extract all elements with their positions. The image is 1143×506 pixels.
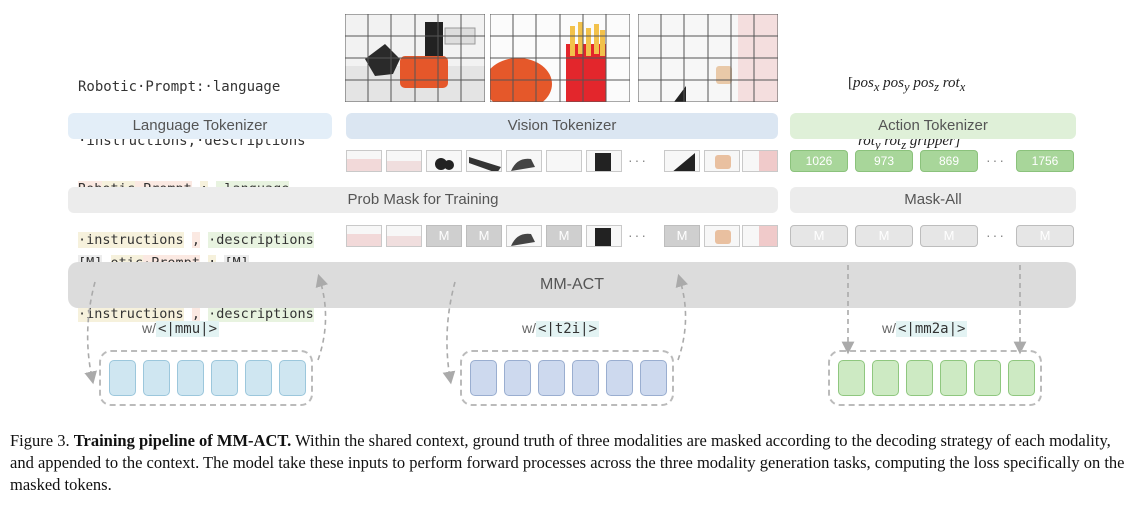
language-output-token (245, 360, 272, 396)
arrow-t2i-up (678, 280, 686, 360)
vision-output-token (606, 360, 633, 396)
figure-caption: Figure 3. Training pipeline of MM-ACT. W… (10, 430, 1135, 496)
t2i-output-tokens (460, 350, 674, 406)
arrow-mmu-down (88, 282, 95, 378)
t2i-tag: w/<|t2i|> (522, 320, 599, 337)
flow-arrows (0, 0, 1143, 410)
mm2a-output-tokens (828, 350, 1042, 406)
action-output-token (974, 360, 1001, 396)
vision-output-token (640, 360, 667, 396)
mmu-tag: w/<|mmu|> (142, 320, 219, 337)
arrow-t2i-down (447, 282, 455, 378)
language-output-token (177, 360, 204, 396)
action-output-token (838, 360, 865, 396)
action-output-token (906, 360, 933, 396)
mm2a-tag: w/<|mm2a|> (882, 320, 967, 337)
language-output-token (211, 360, 238, 396)
vision-output-token (470, 360, 497, 396)
language-output-token (279, 360, 306, 396)
vision-output-token (538, 360, 565, 396)
action-output-token (1008, 360, 1035, 396)
action-output-token (940, 360, 967, 396)
mmu-output-tokens (99, 350, 313, 406)
vision-output-token (504, 360, 531, 396)
caption-label: Figure 3. (10, 431, 70, 450)
action-output-token (872, 360, 899, 396)
language-output-token (143, 360, 170, 396)
arrow-mmu-up (318, 280, 326, 360)
caption-title: Training pipeline of MM-ACT. (74, 431, 292, 450)
language-output-token (109, 360, 136, 396)
vision-output-token (572, 360, 599, 396)
